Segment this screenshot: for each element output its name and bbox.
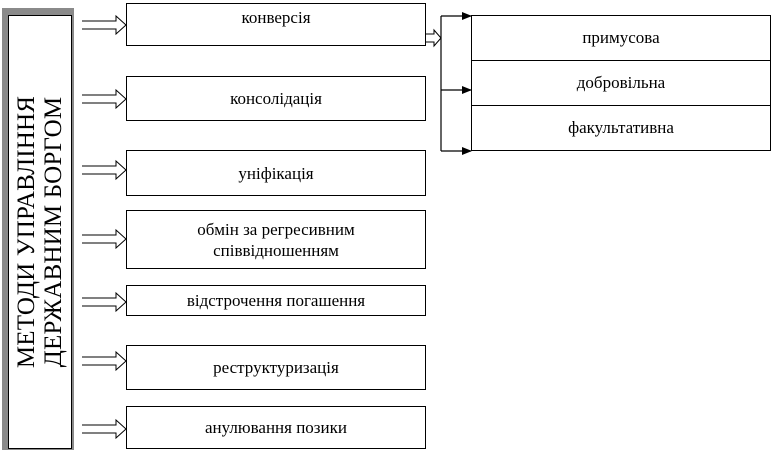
method-box-consolidation: консолідація: [126, 76, 426, 121]
method-label-cancellation: анулювання позики: [205, 418, 347, 437]
method-box-cancellation: анулювання позики: [126, 406, 426, 449]
method-box-restructuring: реструктуризація: [126, 345, 426, 390]
method-box-exchange: обмін за регресивним співвідношенням: [126, 210, 426, 269]
method-label-restructuring: реструктуризація: [213, 358, 339, 377]
hollow-arrow-5: [82, 291, 127, 313]
hollow-arrow-6: [82, 350, 127, 372]
conversion-type-voluntary: добровільна: [471, 60, 771, 106]
method-label-consolidation: консолідація: [230, 89, 322, 108]
method-box-deferral: відстрочення погашення: [126, 285, 426, 316]
main-title-box: МЕТОДИ УПРАВЛІННЯ ДЕРЖАВНИМ БОРГОМ: [8, 15, 72, 449]
method-label-unification: уніфікація: [238, 163, 314, 183]
conversion-type-forced: примусова: [471, 15, 771, 61]
conversion-type-label-optional: факультативна: [568, 118, 674, 137]
conversion-type-label-voluntary: добровільна: [576, 73, 666, 92]
hollow-arrows: [82, 14, 127, 440]
method-label-deferral: відстрочення погашення: [186, 291, 366, 310]
conversion-link-arrow: [426, 28, 442, 48]
hollow-arrow-2: [82, 88, 127, 110]
hollow-arrow-3: [82, 159, 127, 181]
hollow-arrow-4: [82, 228, 127, 250]
method-label-conversion: конверсія: [241, 8, 311, 27]
conversion-type-optional: факультативна: [471, 105, 771, 151]
method-label-exchange: обмін за регресивним співвідношенням: [197, 219, 355, 260]
conversion-type-label-forced: примусова: [582, 28, 660, 47]
hollow-arrow-1: [82, 14, 127, 36]
method-box-conversion: конверсія: [126, 3, 426, 46]
method-box-unification: уніфікація: [126, 150, 426, 196]
hollow-arrow-7: [82, 418, 127, 440]
